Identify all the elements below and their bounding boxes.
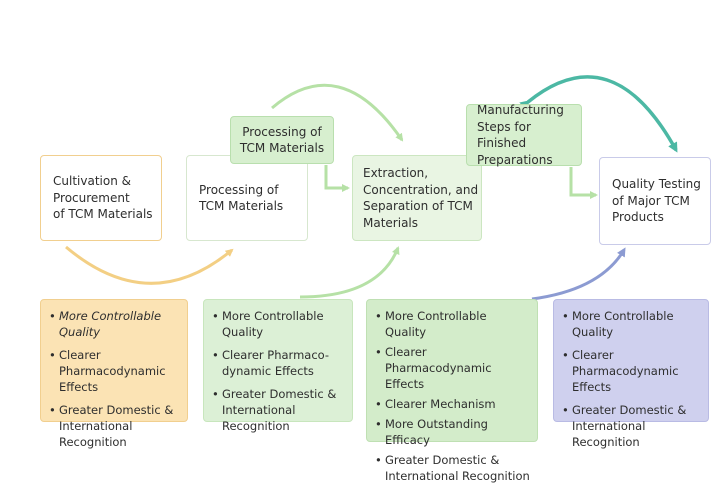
benefit-item: Greater Domestic & International Recogni… (49, 402, 181, 450)
benefit-item: Greater Domestic & International Recogni… (212, 386, 346, 434)
benefits-panel-processing: More Controllable Quality Clearer Pharma… (203, 299, 353, 433)
step-extraction-label: Extraction, Concentration, and Separatio… (363, 166, 479, 230)
connector-arrows (65, 75, 678, 301)
benefit-item: Clearer Mechanism (375, 396, 531, 412)
arrow-manufacturing-to-quality (569, 167, 598, 199)
step-processing: Processing of TCM Materials (186, 155, 308, 241)
workflow-diagram: Cultivation & Procurement of TCM Materia… (0, 0, 719, 450)
benefit-item: Greater Domestic & International Recogni… (375, 452, 531, 484)
arrow-manufacturing-quality-feedback (519, 75, 678, 153)
benefit-item: More Controllable Quality (562, 308, 702, 340)
arrow-panel3-to-quality (531, 247, 626, 301)
benefit-item: Clearer Pharmacodynamic Effects (562, 347, 702, 395)
benefit-item: Clearer Pharmacodynamic Effects (49, 347, 181, 395)
arrow-processing-label-to-extraction (324, 165, 350, 192)
step-processing-label-box: Processing of TCM Materials (230, 116, 334, 164)
step-cultivation: Cultivation & Procurement of TCM Materia… (40, 155, 162, 241)
benefit-item: More Controllable Quality (375, 308, 531, 340)
step-quality-testing-label: Quality Testing of Major TCM Products (612, 177, 701, 225)
arrow-processing-to-extraction (271, 83, 404, 142)
step-processing-label: Processing of TCM Materials (199, 182, 284, 214)
step-manufacturing-label: Manufacturing Steps for Finished Prepara… (477, 103, 564, 167)
benefit-item: Greater Domestic & International Recogni… (562, 402, 702, 450)
step-extraction: Extraction, Concentration, and Separatio… (352, 155, 482, 241)
processing-label-text: Processing of TCM Materials (239, 124, 325, 156)
benefits-panel-cultivation: More Controllable Quality Clearer Pharma… (40, 299, 188, 449)
step-manufacturing: Manufacturing Steps for Finished Prepara… (466, 103, 582, 167)
step-quality-testing: Quality Testing of Major TCM Products (599, 157, 711, 245)
benefit-item: More Controllable Quality (49, 308, 181, 340)
benefit-item: Clearer Pharmacodynamic Effects (375, 344, 531, 392)
arrow-panel2-to-extraction (299, 246, 400, 299)
benefit-item: Clearer Pharmaco-dynamic Effects (212, 347, 346, 379)
benefit-item: More Controllable Quality (212, 308, 346, 340)
benefits-panel-extraction: More Controllable Quality Clearer Pharma… (366, 299, 538, 483)
benefits-panel-quality-testing: More Controllable Quality Clearer Pharma… (553, 299, 709, 449)
benefit-item: More Outstanding Efficacy (375, 416, 531, 448)
arrow-cultivation-to-processing (65, 245, 234, 285)
step-cultivation-label: Cultivation & Procurement of TCM Materia… (53, 174, 153, 222)
